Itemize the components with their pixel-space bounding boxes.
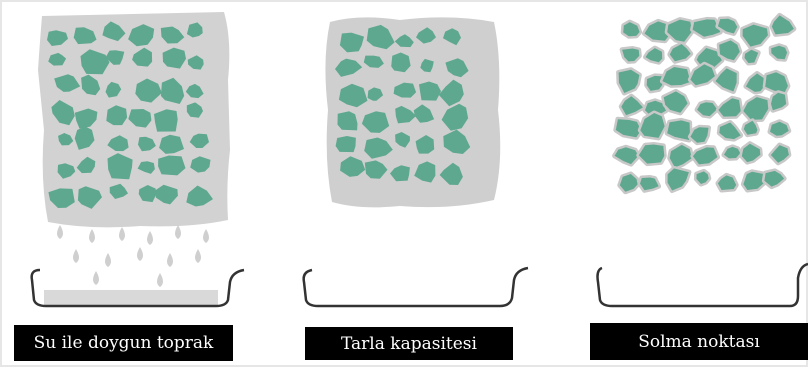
label-field-capacity: Tarla kapasitesi: [305, 327, 513, 360]
label-wilting-point: Solma noktası: [590, 323, 808, 360]
panel-field-capacity: [325, 17, 500, 207]
drained-water-pool: [44, 290, 218, 306]
label-saturated-soil: Su ile doygun toprak: [14, 325, 233, 361]
soil-particle: [338, 111, 358, 130]
soil-particle: [336, 136, 356, 152]
